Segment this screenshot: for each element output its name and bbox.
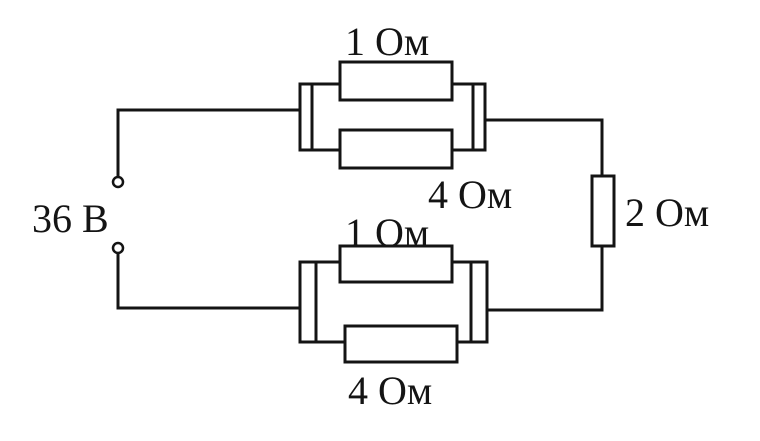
wire-left-bottom (116, 250, 302, 310)
label-bottom-upper-resistor: 1 Ом (345, 210, 429, 255)
wire-right-to-bottom (485, 244, 604, 312)
resistor-bottom-lower (343, 324, 459, 364)
label-top-upper-resistor: 1 Ом (345, 19, 429, 64)
label-top-lower-resistor: 4 Ом (428, 172, 512, 217)
terminal-top (111, 175, 125, 189)
wires (116, 82, 604, 344)
resistor-top-lower (338, 128, 454, 170)
resistor-right (590, 174, 616, 248)
label-right-resistor: 2 Ом (625, 190, 709, 235)
resistor-bottom-upper (338, 244, 454, 284)
wire-top-to-right (483, 118, 604, 178)
label-bottom-lower-resistor: 4 Ом (348, 368, 432, 413)
label-source-voltage: 36 В (32, 196, 109, 241)
terminal-bottom (111, 241, 125, 255)
resistor-top-upper (338, 60, 454, 102)
wire-left-top (116, 108, 302, 180)
